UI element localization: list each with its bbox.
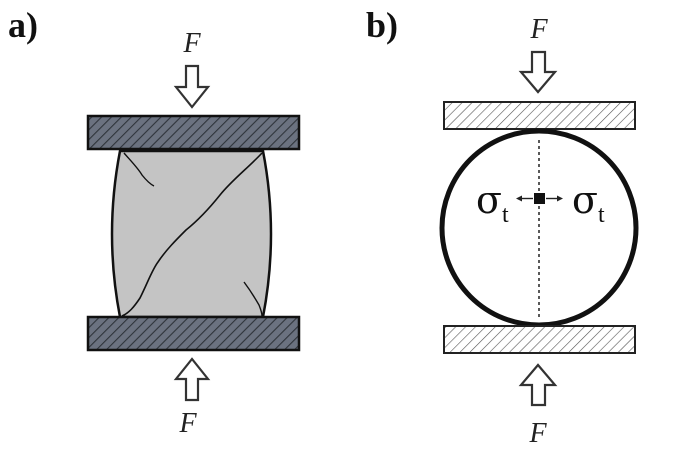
sigma-right-subscript: t	[598, 202, 605, 228]
force-label-top-b: F	[529, 14, 548, 45]
bottom-platen-b	[443, 325, 636, 354]
panel-a: a) F F	[8, 5, 301, 439]
corner-crack-bottom	[243, 281, 263, 317]
force-arrow-down-b	[518, 50, 558, 94]
sigma-left: σ	[476, 178, 502, 222]
stress-arrowhead-right	[557, 195, 563, 202]
force-label-bottom-a: F	[178, 408, 197, 439]
top-platen-b	[443, 101, 636, 130]
force-arrow-down-a	[173, 64, 211, 109]
shear-crack	[121, 152, 263, 317]
panel-a-label: a)	[8, 5, 38, 45]
force-label-bottom-b: F	[528, 418, 547, 449]
panel-b-label: b)	[366, 5, 398, 45]
force-arrow-up-a	[173, 357, 211, 402]
bottom-platen-a	[86, 315, 301, 352]
corner-crack-top	[123, 152, 155, 187]
compressed-specimen	[110, 149, 273, 319]
sigma-right: σ	[572, 178, 598, 222]
top-platen-a	[86, 114, 301, 151]
stress-arrowhead-left	[516, 195, 522, 202]
force-label-top-a: F	[182, 28, 201, 59]
stress-element	[534, 193, 545, 204]
force-arrow-up-b	[518, 363, 558, 407]
sigma-left-subscript: t	[502, 202, 509, 228]
panel-b: b) F σ t σ t F	[366, 5, 639, 449]
